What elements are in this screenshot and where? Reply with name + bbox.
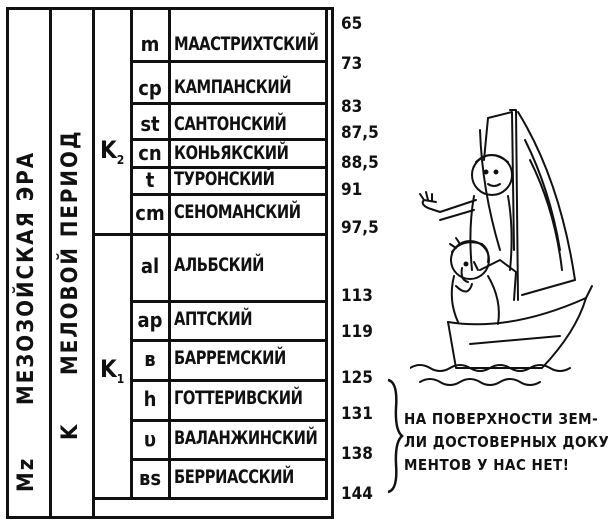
stage-abbr: ap: [137, 308, 163, 332]
stage-abbr: st: [140, 112, 160, 136]
table-bottom-line: [92, 497, 328, 500]
age-value: 119: [341, 322, 373, 342]
epoch-label: K: [100, 355, 117, 383]
epoch-k1: K1: [100, 355, 125, 386]
age-value: 144: [341, 484, 373, 504]
stage-abbr: h: [143, 387, 157, 411]
column-divider: [92, 7, 95, 519]
stage-divider: [130, 419, 328, 422]
stage-divider: [130, 193, 328, 196]
stage-divider: [130, 166, 328, 169]
period-name: МЕЛОВОЙ ПЕРИОД: [58, 129, 83, 375]
water-waves: [410, 364, 571, 372]
column-divider: [130, 7, 133, 500]
stage-abbr: υ: [143, 427, 157, 451]
epoch-divider: [92, 233, 328, 236]
epoch-sub: 1: [116, 372, 125, 386]
stage-name: ТУРОНСКИЙ: [174, 168, 275, 190]
note-line: МЕНТОВ У НАС НЕТ!: [404, 456, 570, 474]
age-value: 97,5: [341, 218, 379, 238]
era-name: МЕЗОЗОЙСКАЯ ЭРА: [14, 150, 39, 405]
period-abbr: K: [58, 422, 83, 440]
age-value: 83: [341, 97, 363, 117]
stage-abbr: m: [140, 32, 160, 56]
stage-name: БЕРРИАССКИЙ: [174, 466, 294, 488]
sail: [517, 111, 576, 296]
stage-abbr: cm: [135, 201, 165, 225]
stage-abbr: вs: [138, 466, 162, 490]
stage-divider: [130, 379, 328, 382]
age-value: 138: [341, 444, 373, 464]
stage-name: СЕНОМАНСКИЙ: [174, 201, 301, 223]
stage-divider: [130, 300, 328, 303]
boat-hull: [447, 297, 587, 369]
stage-name: АПТСКИЙ: [174, 308, 253, 330]
stage-name: БАРРЕМСКИЙ: [174, 347, 286, 369]
note-line: НА ПОВЕРХНОСТИ ЗЕМ-: [404, 410, 599, 428]
stage-abbr: al: [140, 254, 160, 278]
age-value: 65: [341, 14, 363, 34]
age-value: 125: [341, 368, 373, 388]
column-divider: [168, 7, 171, 500]
boat-illustration: [410, 109, 593, 386]
stage-divider: [130, 60, 328, 63]
age-value: 87,5: [341, 123, 379, 143]
age-value: 113: [341, 286, 373, 306]
stage-name: КОНЬЯКСКИЙ: [174, 142, 289, 164]
column-divider: [49, 7, 52, 519]
stage-divider: [130, 102, 328, 105]
stage-abbr: cp: [138, 76, 162, 100]
stage-name: АЛЬБСКИЙ: [174, 254, 264, 276]
age-value: 131: [341, 404, 373, 424]
stage-abbr: cn: [138, 141, 162, 165]
stage-divider: [130, 339, 328, 342]
stage-name: ВАЛАНЖИНСКИЙ: [174, 427, 318, 449]
stage-divider: [130, 138, 328, 141]
age-value: 73: [341, 54, 363, 74]
era-abbr: Mz: [14, 456, 39, 492]
stage-abbr: t: [145, 168, 155, 192]
mast: [509, 109, 519, 301]
speech-note: НА ПОВЕРХНОСТИ ЗЕМ- ЛИ ДОСТОВЕРНЫХ ДОКУ …: [404, 408, 608, 477]
epoch-sub: 2: [116, 153, 125, 167]
stage-divider: [130, 458, 328, 461]
stage-name: КАМПАНСКИЙ: [174, 76, 292, 98]
column-divider: [325, 7, 328, 500]
age-value: 91: [341, 180, 363, 200]
epoch-label: K: [100, 136, 117, 164]
stage-name: ГОТТЕРИВСКИЙ: [174, 387, 303, 409]
stage-name: САНТОНСКИЙ: [174, 113, 287, 135]
epoch-k2: K2: [100, 136, 125, 167]
brace-icon: [387, 378, 404, 494]
stage-abbr: в: [144, 347, 156, 371]
note-line: ЛИ ДОСТОВЕРНЫХ ДОКУ: [404, 433, 608, 451]
age-value: 88,5: [341, 153, 379, 173]
stage-name: МААСТРИХТСКИЙ: [174, 33, 319, 55]
